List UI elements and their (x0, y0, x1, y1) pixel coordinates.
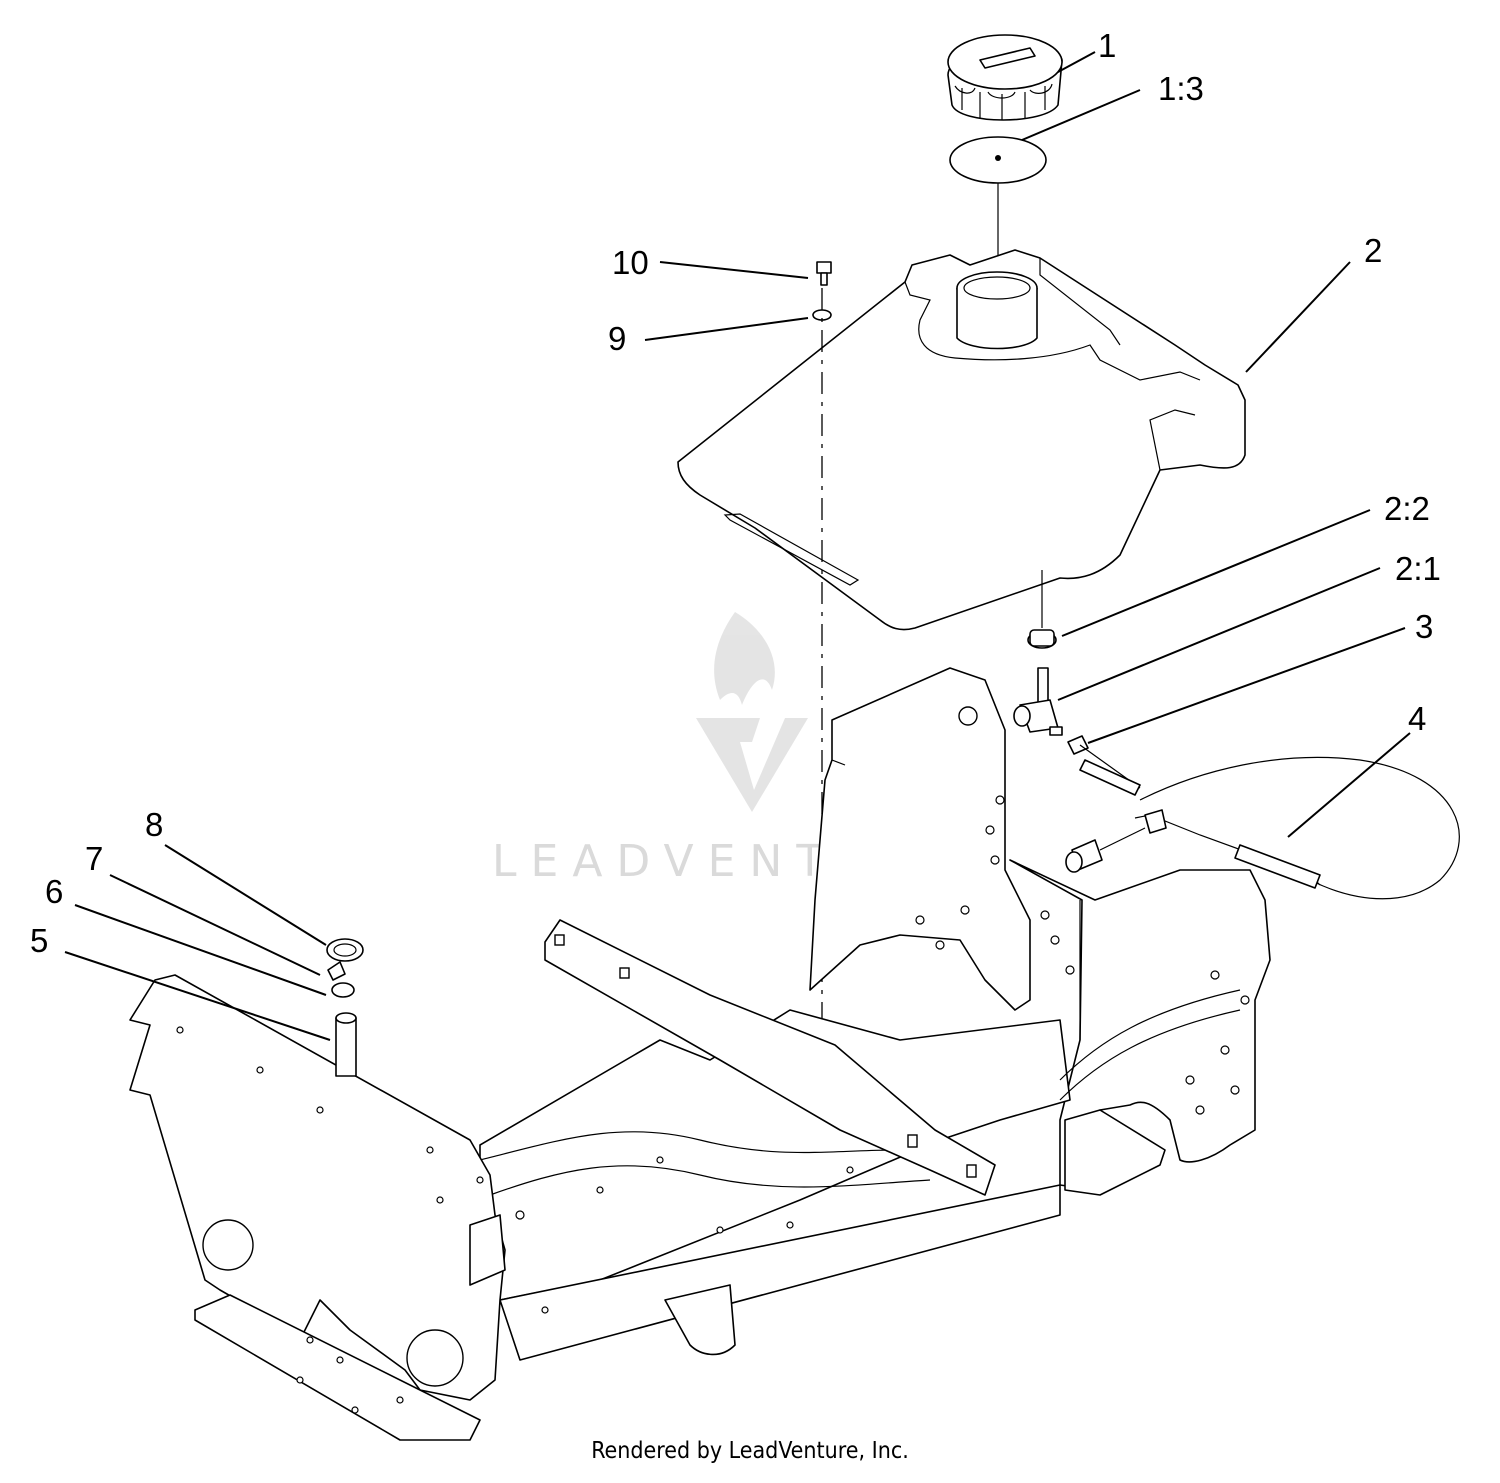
tube-fitting (331, 982, 355, 998)
callout-5: 5 (30, 922, 48, 959)
cross-member (544, 919, 996, 1196)
callout-8: 8 (145, 806, 163, 843)
callout-2-2: 2:2 (1384, 490, 1430, 527)
rear-frame-side-plate (1009, 859, 1271, 1196)
fuel-cap (947, 34, 1063, 121)
floor-plate (194, 1294, 481, 1441)
front-frame-plate (129, 974, 506, 1401)
frame-rails (479, 989, 1241, 1361)
callout-6: 6 (45, 873, 63, 910)
callout-2: 2 (1364, 232, 1382, 269)
filler-tube (335, 1012, 357, 1077)
callout-3: 3 (1415, 608, 1433, 645)
callout-9: 9 (608, 320, 626, 357)
cap-gasket (949, 136, 1047, 184)
callout-1-3: 1:3 (1158, 70, 1204, 107)
callout-10: 10 (612, 244, 649, 281)
callout-1: 1 (1098, 27, 1116, 64)
shutoff-valve (1013, 667, 1063, 736)
fuel-tank-support-bracket (809, 667, 1031, 1011)
render-credit: Rendered by LeadVenture, Inc. (591, 1438, 909, 1464)
ring-cap (326, 938, 364, 962)
small-clamp (327, 961, 346, 981)
callout-2-1: 2:1 (1395, 550, 1441, 587)
mounting-holes (176, 795, 1250, 1414)
fuel-hose (1065, 744, 1460, 900)
callout-7: 7 (85, 840, 103, 877)
leader-lines (64, 51, 1411, 1041)
fuel-tank (677, 249, 1246, 631)
hose-clamp (1067, 735, 1089, 755)
callout-4: 4 (1408, 700, 1426, 737)
tank-bolt (816, 261, 832, 286)
grommet (1027, 629, 1057, 649)
